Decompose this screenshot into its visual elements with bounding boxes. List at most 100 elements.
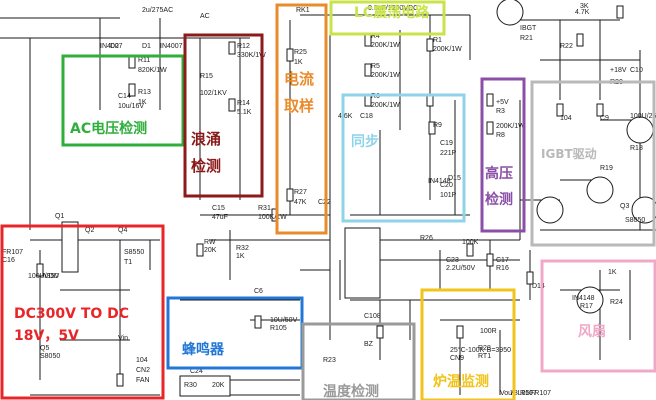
component-label: C16: [2, 257, 15, 264]
region-box-fan: [540, 259, 656, 373]
component-label: C19: [440, 140, 453, 147]
component-label: C23: [446, 257, 459, 264]
component-label: CN9: [450, 355, 464, 362]
component-label: IN4007: [100, 43, 123, 50]
component-label: 221P: [440, 150, 457, 157]
region-label-temp: 温度检测: [323, 384, 379, 400]
region-label-ac-voltage: AC电压检测: [70, 121, 148, 137]
component-label: IBGT: [520, 25, 537, 32]
component-label: 20K: [204, 247, 217, 254]
component-label: 100K: [462, 239, 479, 246]
component-label: D1: [142, 43, 151, 50]
region-label-fan: 风扇: [578, 324, 606, 340]
component-label: R15: [200, 73, 213, 80]
component-label: R3: [496, 108, 505, 115]
component-label: R31: [258, 205, 271, 212]
component-label: FAN: [136, 377, 150, 384]
region-box-current: [275, 3, 328, 235]
component-label: R32: [236, 245, 249, 252]
component-label: R1: [433, 37, 442, 44]
component-label: C6: [254, 288, 263, 295]
component-label: S8550: [124, 249, 144, 256]
component-label: R16: [496, 265, 509, 272]
component-label: 20K: [212, 382, 225, 389]
component-label: R27: [294, 189, 307, 196]
component-label: R19: [600, 165, 613, 172]
component-label: 820K/1W: [138, 67, 167, 74]
component-label: IN4148: [428, 178, 451, 185]
component-label: 10u/16V: [118, 103, 144, 110]
component-label: Q1: [55, 213, 64, 220]
component-label: VDD: [44, 273, 59, 280]
component-label: 101P: [440, 192, 457, 199]
component-label: Vin: [118, 335, 128, 342]
component-label: 5.1K: [237, 109, 252, 116]
region-label-current: 电流取样: [284, 70, 315, 116]
component-label: R17: [580, 303, 593, 310]
component-label: C14: [118, 93, 131, 100]
component-label: 100K/1W: [258, 214, 287, 221]
component-label: 200K/1W: [371, 102, 400, 109]
component-label: C9: [600, 115, 609, 122]
component-label: 330K/1W: [237, 52, 266, 59]
component-label: 200K/1W: [371, 42, 400, 49]
component-label: R28: [478, 345, 491, 352]
component-label: D14: [532, 283, 545, 290]
region-label-surge: 浪涌检测: [191, 130, 222, 176]
component-label: 200K/1W: [496, 123, 525, 130]
region-label-igbt: IGBT驱动: [541, 147, 597, 161]
region-box-ac-voltage: [61, 54, 185, 147]
component-label: AC: [200, 13, 210, 20]
component-label: 10U/50V: [270, 317, 298, 324]
region-label-buzzer: 蜂鸣器: [182, 342, 224, 358]
component-label: 3K: [580, 3, 589, 10]
region-box-igbt: [530, 80, 656, 247]
component-label: +5V: [496, 99, 509, 106]
component-label: R21: [520, 35, 533, 42]
component-label: 0.3uF/1200VDC: [368, 5, 418, 12]
component-label: S8050: [625, 217, 645, 224]
component-label: 200K/1W: [371, 72, 400, 79]
component-label: D15: [448, 175, 461, 182]
component-label: 200K/1W: [433, 46, 462, 53]
component-label: Q5: [40, 345, 49, 352]
component-label: R105: [270, 325, 287, 332]
component-label: R107: [520, 390, 537, 397]
component-label: 1K: [138, 99, 147, 106]
component-label: 2.2U/50V: [446, 265, 476, 272]
component-label: R23: [323, 357, 336, 364]
region-box-furnace: [420, 288, 516, 400]
component-label: Q2: [85, 227, 94, 234]
component-label: R11: [138, 57, 150, 64]
component-label: R22: [560, 43, 573, 50]
component-label: C18: [360, 113, 373, 120]
component-label: 25°C-100K-B=3950: [450, 346, 511, 354]
component-label: 1K: [608, 269, 617, 276]
component-label: 104: [136, 357, 148, 364]
component-label: C15: [212, 205, 225, 212]
component-label: R5: [371, 63, 380, 70]
component-label: R4: [371, 33, 380, 40]
region-box-temp: [301, 322, 416, 400]
component-label: 4.6K: [338, 113, 353, 120]
component-label: R18: [630, 145, 643, 152]
component-label: FR107: [2, 249, 23, 256]
component-label: R26: [420, 235, 433, 242]
component-label: C17: [496, 257, 509, 264]
component-label: 100U/35V: [28, 273, 59, 280]
component-label: RK1: [296, 7, 310, 14]
region-label-lc: LC震荡电路: [354, 5, 430, 21]
component-label: 100U/25V: [630, 113, 656, 120]
component-label: R12: [237, 43, 250, 50]
component-label: D2: [110, 43, 119, 50]
component-label: T1: [124, 259, 132, 266]
component-label: R14: [237, 100, 250, 107]
component-label: +18V: [610, 67, 627, 74]
region-box-high-v: [480, 77, 526, 233]
component-label: 1K: [294, 59, 303, 66]
component-label: IN4007: [160, 43, 183, 50]
component-label: Q3: [620, 203, 629, 210]
